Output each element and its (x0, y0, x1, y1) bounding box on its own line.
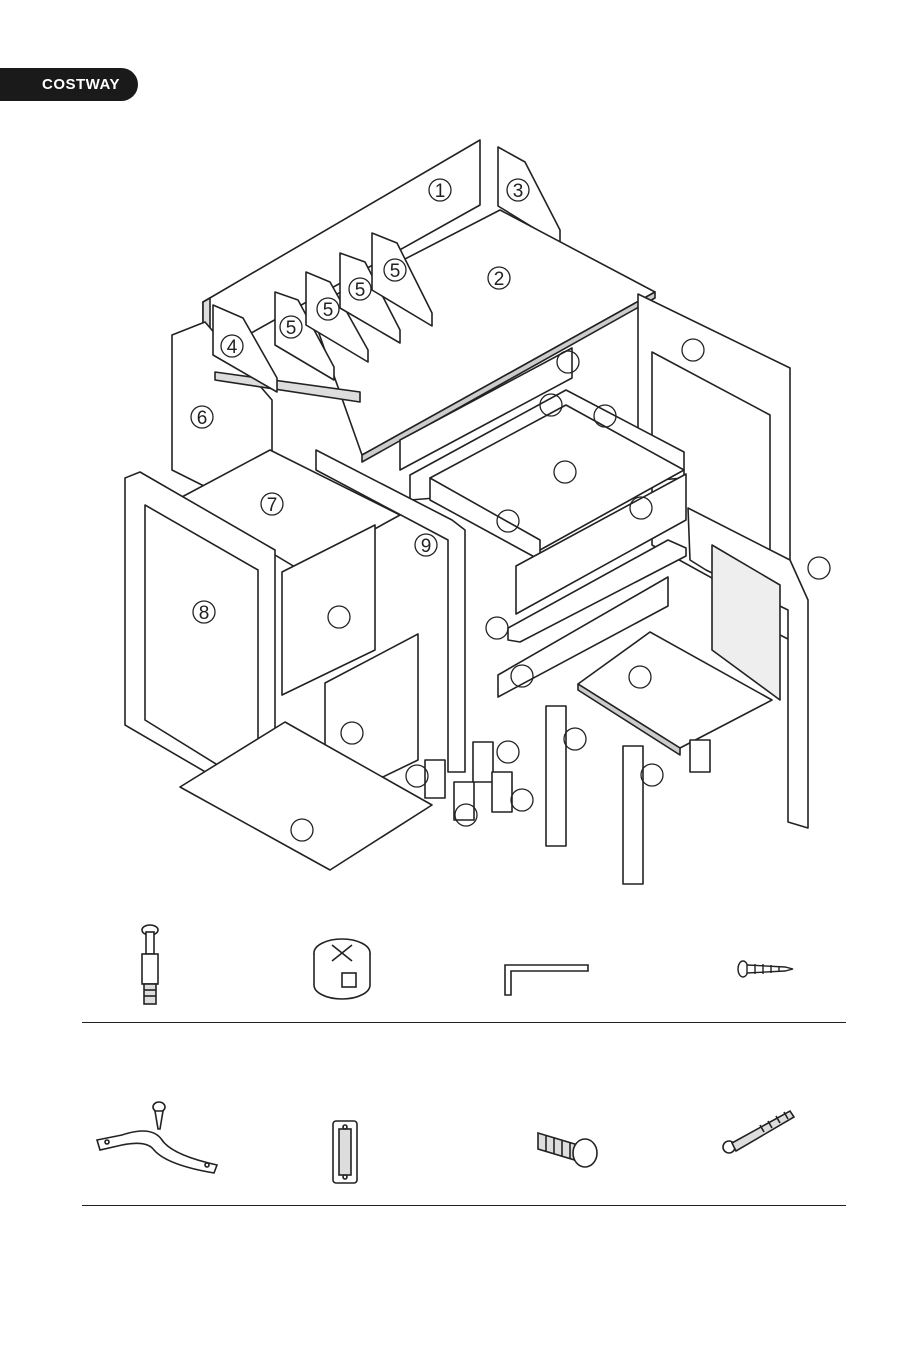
small-screw-icon (735, 955, 795, 985)
magnetic-catch-icon (325, 1115, 365, 1190)
allen-key-icon (500, 960, 595, 1000)
part-label-5d: 5 (390, 261, 401, 282)
cam-lock-icon (312, 935, 372, 1005)
part-label-5b: 5 (323, 300, 334, 321)
part-label-7: 7 (267, 495, 278, 516)
foot-d (492, 772, 512, 812)
part-label-4: 4 (227, 337, 238, 358)
part-label-8: 8 (199, 603, 210, 624)
part-label-5c: 5 (355, 280, 366, 301)
exploded-view-diagram: 1 2 3 4 5 5 5 5 6 7 8 9 (0, 0, 902, 900)
part-label-1: 1 (435, 181, 446, 202)
part-label-2: 2 (494, 269, 505, 290)
foot-b (454, 782, 474, 820)
part-label-3: 3 (513, 181, 524, 202)
long-bolt-icon (720, 1105, 800, 1160)
part-label-6: 6 (197, 408, 208, 429)
chair-leg-a (546, 706, 566, 846)
cam-bolt-icon (130, 920, 170, 1010)
divider-line-bottom (82, 1205, 846, 1206)
part-label-9: 9 (421, 536, 432, 557)
metal-strap-icon (92, 1095, 222, 1175)
mushroom-bolt-icon (530, 1115, 605, 1175)
foot-c (473, 742, 493, 782)
divider-line-top (82, 1022, 846, 1023)
chair-leg-b (623, 746, 643, 884)
part-label-5a: 5 (286, 318, 297, 339)
